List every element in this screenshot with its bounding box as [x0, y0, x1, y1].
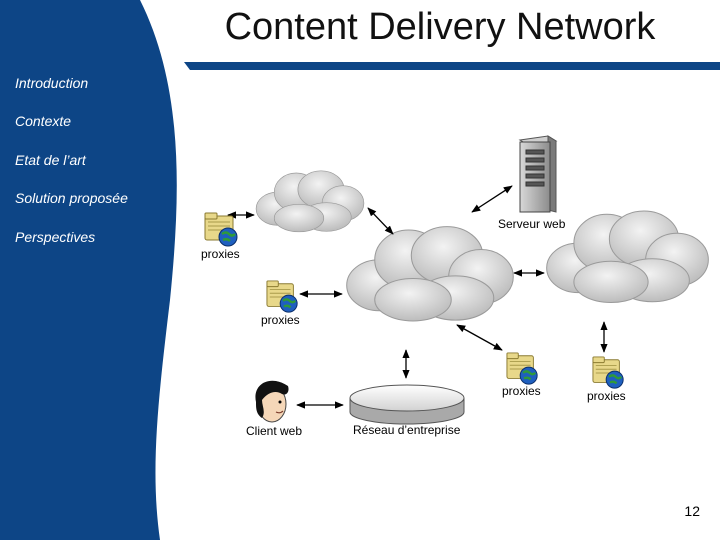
proxy-folder-icon-2 — [266, 280, 299, 314]
proxy-label-2: proxies — [261, 313, 300, 327]
title-accent-bar — [184, 62, 720, 70]
cloud-icon-top-left — [255, 170, 365, 233]
cloud-icon-center — [345, 225, 515, 322]
network-label: Réseau d’entreprise — [353, 423, 461, 437]
proxy-label-3: proxies — [502, 384, 541, 398]
proxy-label-1: proxies — [201, 247, 240, 261]
client-label: Client web — [246, 424, 302, 438]
nav-item-perspectives[interactable]: Perspectives — [15, 229, 96, 245]
proxy-label-4: proxies — [587, 389, 626, 403]
proxy-folder-icon-1 — [204, 212, 239, 248]
slide-title: Content Delivery Network — [224, 6, 656, 48]
nav-item-introduction[interactable]: Introduction — [15, 75, 89, 91]
network-disk-icon — [349, 384, 465, 425]
proxy-folder-icon-3 — [506, 352, 539, 386]
page-number: 12 — [684, 503, 700, 519]
server-label: Serveur web — [498, 217, 566, 231]
server-icon — [518, 135, 558, 213]
nav-item-contexte[interactable]: Contexte — [15, 113, 72, 129]
nav-item-etat-de-lart[interactable]: Etat de l’art — [15, 152, 86, 168]
cloud-icon-right — [546, 210, 709, 304]
connection-arrows — [227, 185, 608, 409]
client-person-icon — [255, 380, 289, 423]
nav-item-solution-proposee[interactable]: Solution proposée — [15, 190, 128, 206]
proxy-folder-icon-4 — [592, 356, 625, 390]
